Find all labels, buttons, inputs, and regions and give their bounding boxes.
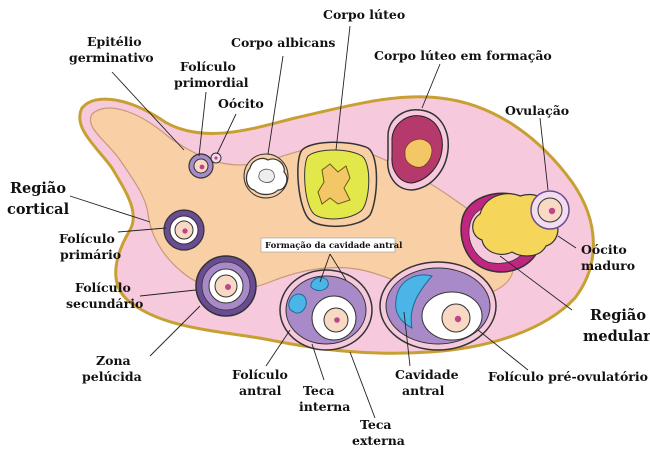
mature-oocyte bbox=[531, 191, 569, 229]
oocyte bbox=[211, 153, 221, 163]
label-teca-interna-1: Teca bbox=[303, 383, 335, 398]
corpus-luteum bbox=[298, 142, 377, 226]
label-corpo-luteo-formacao: Corpo lúteo em formação bbox=[374, 48, 552, 63]
label-formacao-cavidade-antral: Formação da cavidade antral bbox=[265, 240, 403, 251]
label-foliculo-primario-1: Folículo bbox=[59, 231, 115, 246]
label-regiao-cortical-1: Região bbox=[10, 180, 66, 197]
label-foliculo-antral-1: Folículo bbox=[232, 367, 288, 382]
label-ovulacao: Ovulação bbox=[505, 103, 569, 118]
label-teca-externa-2: externa bbox=[352, 433, 405, 448]
label-regiao-medular-1: Região bbox=[590, 307, 646, 324]
label-corpo-luteo: Corpo lúteo bbox=[323, 7, 405, 22]
antral-follicle bbox=[280, 270, 372, 350]
label-oocito-maduro-1: Oócito bbox=[581, 242, 627, 257]
label-foliculo-pre-ovulatorio: Folículo pré-ovulatório bbox=[488, 369, 648, 384]
corpus-albicans bbox=[244, 154, 288, 198]
secondary-follicle bbox=[196, 256, 256, 316]
label-teca-externa-1: Teca bbox=[360, 417, 392, 432]
label-foliculo-primordial-1: Folículo bbox=[180, 59, 236, 74]
label-foliculo-primordial-2: primordial bbox=[174, 75, 249, 90]
label-corpo-albicans: Corpo albicans bbox=[231, 35, 335, 50]
label-regiao-medular-2: medular bbox=[583, 328, 650, 345]
label-oocito-maduro-2: maduro bbox=[581, 258, 635, 273]
preovulatory-follicle bbox=[380, 262, 496, 350]
label-foliculo-secundario-1: Folículo bbox=[75, 280, 131, 295]
label-cavidade-antral-1: Cavidade bbox=[395, 367, 459, 382]
label-oocito: Oócito bbox=[218, 96, 264, 111]
label-foliculo-primario-2: primário bbox=[60, 247, 121, 262]
label-epitelio-1: Epitélio bbox=[87, 34, 142, 49]
label-epitelio-2: germinativo bbox=[69, 50, 154, 65]
label-zona-pelucida-2: pelúcida bbox=[82, 369, 142, 384]
label-regiao-cortical-2: cortical bbox=[7, 201, 70, 218]
primordial-follicle bbox=[189, 154, 213, 178]
label-teca-interna-2: interna bbox=[299, 399, 350, 414]
label-foliculo-antral-2: antral bbox=[239, 383, 282, 398]
label-cavidade-antral-2: antral bbox=[402, 383, 445, 398]
primary-follicle bbox=[164, 210, 204, 250]
label-zona-pelucida-1: Zona bbox=[96, 353, 131, 368]
label-foliculo-secundario-2: secundário bbox=[66, 296, 143, 311]
